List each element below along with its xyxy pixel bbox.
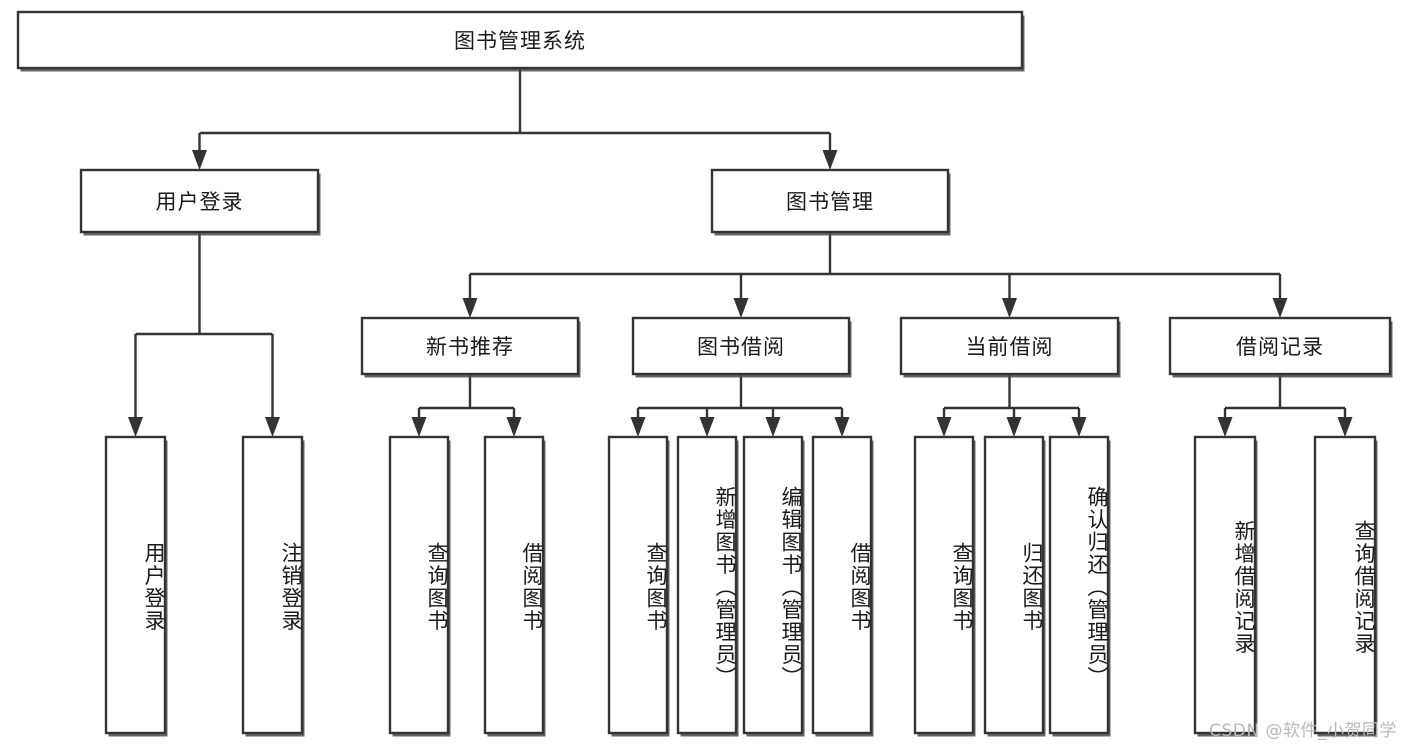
node-box-leaf-cur-return[interactable] [983, 435, 1045, 735]
node-box-new-book-rec[interactable] [360, 316, 580, 376]
node-box-leaf-user-login[interactable] [104, 435, 167, 735]
arrow-head-icon-leaf-user-login [128, 417, 143, 437]
node-leaf-rec-add[interactable] [1195, 437, 1255, 733]
node-box-book-manage[interactable] [710, 168, 950, 234]
arrow-head-icon-leaf-borrow-lend [834, 417, 850, 437]
boxes-layer [16, 10, 1393, 737]
edges-layer [128, 68, 1353, 437]
node-leaf-cur-confirm[interactable] [1050, 437, 1108, 733]
arrow-head-icon-leaf-rec-borrow [506, 417, 522, 437]
node-root[interactable] [18, 12, 1022, 68]
arrow-head-icon-user-login [192, 150, 207, 170]
arrow-head-icon-current-borrow [1002, 298, 1017, 318]
node-leaf-borrow-add[interactable] [678, 437, 736, 733]
node-box-current-borrow[interactable] [899, 316, 1120, 376]
arrow-head-icon-leaf-user-logout [265, 417, 280, 437]
arrow-head-icon-leaf-borrow-add [699, 417, 715, 437]
node-box-leaf-user-logout[interactable] [241, 435, 304, 735]
node-user-login[interactable] [81, 170, 318, 232]
node-box-leaf-rec-add[interactable] [1193, 435, 1257, 735]
arrow-head-icon-new-book-rec [462, 298, 478, 318]
node-box-user-login[interactable] [79, 168, 320, 234]
node-box-leaf-borrow-lend[interactable] [811, 435, 873, 735]
node-box-leaf-borrow-add[interactable] [676, 435, 738, 735]
node-leaf-user-login[interactable] [106, 437, 165, 733]
node-leaf-user-logout[interactable] [243, 437, 302, 733]
node-box-leaf-rec-query[interactable] [388, 435, 450, 735]
node-box-leaf-borrow-query[interactable] [607, 435, 669, 735]
node-box-leaf-cur-query[interactable] [913, 435, 975, 735]
node-leaf-cur-return[interactable] [985, 437, 1043, 733]
node-box-root[interactable] [16, 10, 1024, 70]
arrow-head-icon-leaf-rec-add [1217, 417, 1233, 437]
node-leaf-borrow-query[interactable] [609, 437, 667, 733]
node-leaf-cur-query[interactable] [915, 437, 973, 733]
arrow-head-icon-leaf-borrow-edit [765, 417, 781, 437]
node-leaf-borrow-lend[interactable] [813, 437, 871, 733]
arrow-head-icon-leaf-cur-query [936, 417, 952, 437]
node-box-leaf-rec-search[interactable] [1313, 435, 1377, 735]
node-current-borrow[interactable] [901, 318, 1118, 374]
node-box-leaf-rec-borrow[interactable] [483, 435, 545, 735]
arrow-head-icon-book-manage [822, 150, 838, 170]
node-leaf-rec-search[interactable] [1315, 437, 1375, 733]
node-book-borrow[interactable] [633, 318, 849, 374]
arrow-head-icon-leaf-rec-query [411, 417, 427, 437]
arrow-head-icon-leaf-cur-return [1006, 417, 1022, 437]
node-leaf-rec-query[interactable] [390, 437, 448, 733]
node-book-manage[interactable] [712, 170, 948, 232]
arrow-head-icon-leaf-borrow-query [630, 417, 646, 437]
arrow-head-icon-book-borrow [733, 298, 749, 318]
node-box-leaf-borrow-edit[interactable] [742, 435, 804, 735]
node-new-book-rec[interactable] [362, 318, 578, 374]
arrow-head-icon-borrow-record [1272, 298, 1288, 318]
node-leaf-rec-borrow[interactable] [485, 437, 543, 733]
node-box-borrow-record[interactable] [1168, 316, 1392, 376]
arrow-head-icon-leaf-rec-search [1337, 417, 1353, 437]
node-box-leaf-cur-confirm[interactable] [1048, 435, 1110, 735]
arrow-head-icon-leaf-cur-confirm [1071, 417, 1087, 437]
node-borrow-record[interactable] [1170, 318, 1390, 374]
node-box-book-borrow[interactable] [631, 316, 851, 376]
watermark-text: CSDN @软件_小贺同学 [1209, 721, 1397, 741]
node-leaf-borrow-edit[interactable] [744, 437, 802, 733]
